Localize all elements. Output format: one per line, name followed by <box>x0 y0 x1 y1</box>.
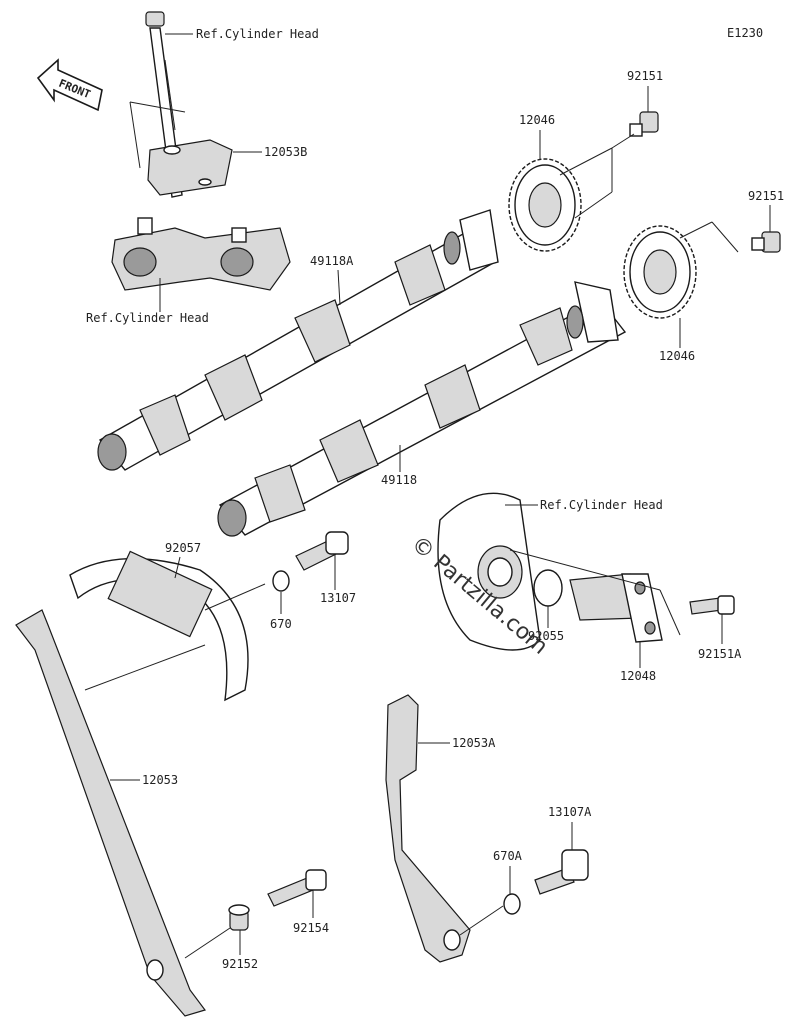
label-12053A: 12053A <box>452 736 496 750</box>
label-12053: 12053 <box>142 773 178 787</box>
part-12046-sprocket-right <box>623 225 697 319</box>
part-670A-o-ring <box>503 893 521 915</box>
leader-12046-top-c <box>574 191 613 219</box>
label-92152: 92152 <box>222 957 258 971</box>
label-92154: 92154 <box>293 921 329 935</box>
label-49118A: 49118A <box>310 254 354 268</box>
part-12046-sprocket-top <box>508 158 582 252</box>
leader-92151-top-b <box>611 133 635 149</box>
camshaft-cap-holder <box>111 217 291 291</box>
label-92151-right: 92151 <box>748 189 784 203</box>
part-92154-bolt <box>267 869 327 907</box>
leader-12048-b <box>509 549 661 591</box>
label-12053B: 12053B <box>264 145 307 159</box>
part-49118A-camshaft <box>97 209 499 471</box>
label-12046-right: 12046 <box>659 349 695 363</box>
part-92151A-bolt <box>689 595 735 615</box>
label-49118: 49118 <box>381 473 417 487</box>
tensioner-mount-housing <box>437 492 541 651</box>
part-670-o-ring <box>272 570 290 592</box>
part-12048-chain-tensioner <box>569 573 663 643</box>
label-12046-top: 12046 <box>519 113 555 127</box>
part-49118-camshaft <box>217 281 627 537</box>
label-ref-cylinder-head-top: Ref.Cylinder Head <box>196 27 319 41</box>
front-arrow-icon: FRONT <box>36 58 103 112</box>
leader-12046-right-c <box>711 221 739 253</box>
part-92055-gasket <box>533 569 563 607</box>
leader-12053-a <box>84 644 206 691</box>
leader-92152-a <box>184 927 231 959</box>
leader-92057-b <box>204 583 266 611</box>
part-92152-collar <box>228 904 250 931</box>
label-670: 670 <box>270 617 292 631</box>
leader-12046-top-b <box>559 147 613 176</box>
part-13107-pivot-bolt <box>295 531 349 571</box>
part-13107A-pivot-bolt <box>534 849 589 895</box>
leader-92057 <box>174 556 181 579</box>
leader-670A-b <box>459 905 504 936</box>
label-92151-top: 92151 <box>627 69 663 83</box>
label-92057: 92057 <box>165 541 201 555</box>
part-92057-cam-chain <box>69 550 249 702</box>
part-92151-bolt-top <box>629 111 659 137</box>
leader-12048-c <box>659 589 681 636</box>
label-92151A: 92151A <box>698 647 742 661</box>
leader-12046-right-b <box>679 221 713 239</box>
part-92151-bolt-right <box>751 231 781 253</box>
label-92055: 92055 <box>528 629 564 643</box>
label-ref-cylinder-head-left: Ref.Cylinder Head <box>86 311 209 325</box>
part-12053-chain-guide <box>15 609 206 1017</box>
label-13107: 13107 <box>320 591 356 605</box>
label-12048: 12048 <box>620 669 656 683</box>
leader-12053B-b <box>129 101 141 169</box>
label-670A: 670A <box>493 849 523 863</box>
part-12053A-chain-guide <box>385 694 471 963</box>
label-ref-cylinder-head-right: Ref.Cylinder Head <box>540 498 663 512</box>
label-13107A: 13107A <box>548 805 592 819</box>
leader-12053B-a <box>129 101 186 113</box>
part-12053B-guide-plate <box>147 139 233 196</box>
diagram-code: E1230 <box>727 26 763 40</box>
leader-49118A <box>337 269 341 306</box>
